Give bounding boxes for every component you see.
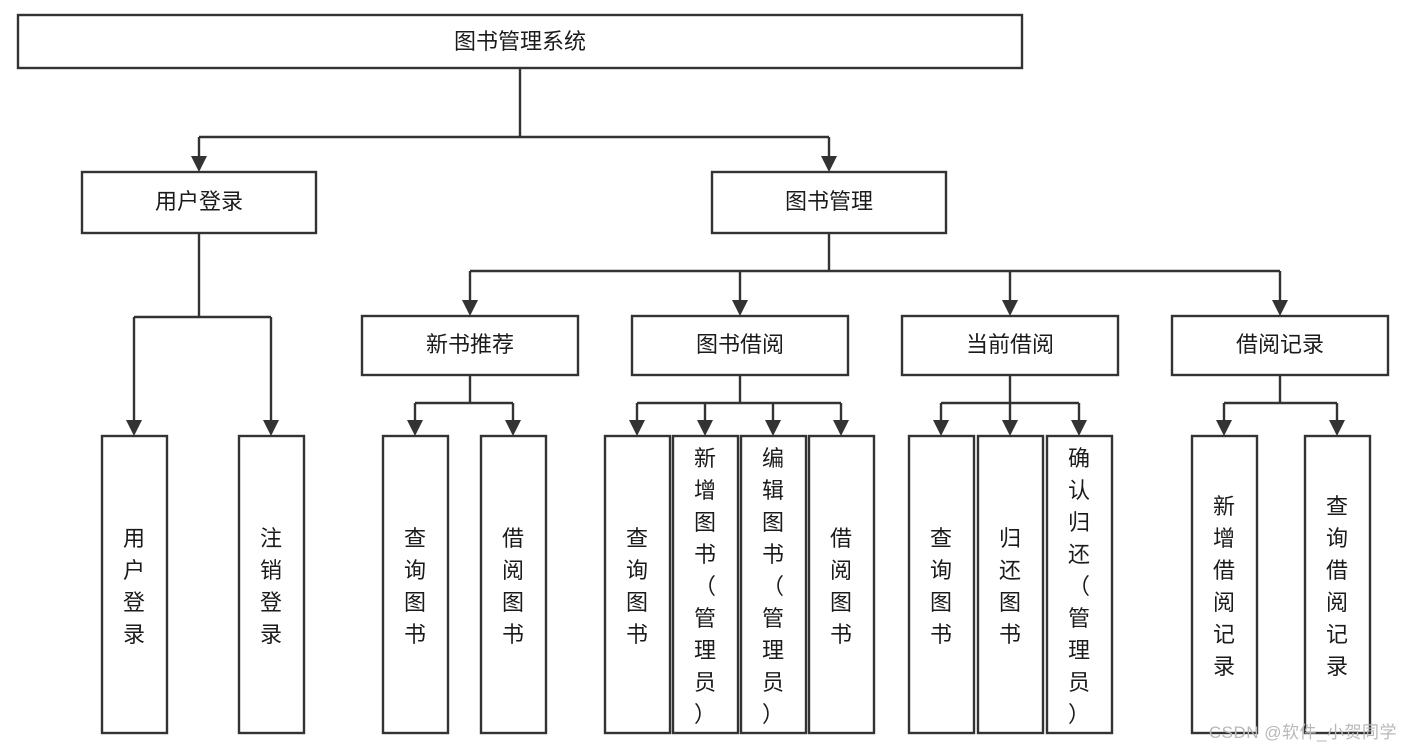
- arrow-leaf-confirm-return: [1071, 420, 1087, 436]
- node-leaf-borrow-book-2[interactable]: 借阅图书: [807, 434, 876, 735]
- arrow-leaf-logout: [263, 420, 279, 436]
- node-leaf-edit-book-admin-box[interactable]: [739, 434, 808, 735]
- node-leaf-borrow-book-1-box[interactable]: [479, 434, 548, 735]
- node-leaf-confirm-return-admin[interactable]: 确认归还（管理员）: [1045, 434, 1114, 735]
- node-new-book-rec-box[interactable]: [360, 314, 580, 377]
- node-leaf-borrow-book-2-label: 借阅图书: [830, 526, 852, 647]
- arrow-leaf-borrow-book-1: [505, 420, 521, 436]
- node-leaf-add-book-admin-label: 新增图书（管理员）: [694, 446, 716, 727]
- node-leaf-borrow-book-1[interactable]: 借阅图书: [479, 434, 548, 735]
- node-leaf-confirm-return-admin-label: 确认归还（管理员）: [1068, 446, 1090, 727]
- node-leaf-add-record-label: 新增借阅记录: [1213, 494, 1235, 679]
- arrow-leaf-return-book: [1002, 420, 1018, 436]
- arrow-borrow-record: [1272, 300, 1288, 316]
- node-leaf-logout-label: 注销登录: [260, 526, 282, 647]
- node-leaf-logout[interactable]: 注销登录: [237, 434, 306, 735]
- node-user-login-box[interactable]: [80, 170, 318, 235]
- node-leaf-query-record-label: 查询借阅记录: [1326, 494, 1348, 679]
- arrow-leaf-user-login: [126, 420, 142, 436]
- node-leaf-add-book-admin-box[interactable]: [671, 434, 740, 735]
- node-leaf-add-record[interactable]: 新增借阅记录: [1190, 434, 1259, 735]
- node-leaf-borrow-book-1-label: 借阅图书: [502, 526, 524, 647]
- node-leaf-query-book-1-box[interactable]: [381, 434, 450, 735]
- arrow-new-book-rec: [462, 300, 478, 316]
- arrow-leaf-edit-book: [765, 420, 781, 436]
- arrow-leaf-query-record: [1329, 420, 1345, 436]
- node-book-manage[interactable]: 图书管理: [710, 170, 948, 235]
- node-book-borrow-label: 图书借阅: [696, 332, 784, 357]
- arrow-current-borrow: [1002, 300, 1018, 316]
- node-leaf-query-book-2-box[interactable]: [603, 434, 672, 735]
- node-leaf-query-book-1[interactable]: 查询图书: [381, 434, 450, 735]
- arrow-leaf-query-book-2: [629, 420, 645, 436]
- node-leaf-query-book-3-label: 查询图书: [930, 526, 952, 647]
- node-leaf-edit-book-admin[interactable]: 编辑图书（管理员）: [739, 434, 808, 735]
- connector-group: [126, 68, 1345, 436]
- node-book-borrow[interactable]: 图书借阅: [630, 314, 850, 377]
- arrow-leaf-query-book-1: [407, 420, 423, 436]
- arrow-user-login: [191, 156, 207, 172]
- node-user-login-label: 用户登录: [155, 189, 243, 214]
- node-root[interactable]: 图书管理系统: [16, 13, 1024, 70]
- arrow-book-borrow: [732, 300, 748, 316]
- csdn-watermark: CSDN @软件_小贺同学: [1208, 723, 1397, 742]
- node-borrow-record-box[interactable]: [1170, 314, 1390, 377]
- node-current-borrow-box[interactable]: [900, 314, 1120, 377]
- node-leaf-add-record-box[interactable]: [1190, 434, 1259, 735]
- arrow-leaf-add-record: [1216, 420, 1232, 436]
- node-root-label: 图书管理系统: [454, 29, 586, 54]
- node-leaf-logout-box[interactable]: [237, 434, 306, 735]
- node-leaf-user-login-label: 用户登录: [123, 526, 145, 647]
- node-leaf-query-record-box[interactable]: [1303, 434, 1372, 735]
- node-leaf-borrow-book-2-box[interactable]: [807, 434, 876, 735]
- node-leaf-return-book[interactable]: 归还图书: [976, 434, 1045, 735]
- node-leaf-query-book-2-label: 查询图书: [626, 526, 648, 647]
- arrow-book-manage: [821, 156, 837, 172]
- node-book-manage-label: 图书管理: [785, 189, 873, 214]
- node-borrow-record-label: 借阅记录: [1236, 332, 1324, 357]
- node-leaf-query-book-3[interactable]: 查询图书: [907, 434, 976, 735]
- node-book-manage-box[interactable]: [710, 170, 948, 235]
- node-leaf-query-record[interactable]: 查询借阅记录: [1303, 434, 1372, 735]
- node-new-book-rec[interactable]: 新书推荐: [360, 314, 580, 377]
- node-leaf-return-book-label: 归还图书: [999, 526, 1021, 647]
- arrow-leaf-borrow-book-2: [833, 420, 849, 436]
- node-leaf-add-book-admin[interactable]: 新增图书（管理员）: [671, 434, 740, 735]
- node-current-borrow[interactable]: 当前借阅: [900, 314, 1120, 377]
- node-leaf-query-book-1-label: 查询图书: [404, 526, 426, 647]
- node-leaf-query-book-2[interactable]: 查询图书: [603, 434, 672, 735]
- node-leaf-edit-book-admin-label: 编辑图书（管理员）: [762, 446, 784, 727]
- arrow-leaf-add-book: [697, 420, 713, 436]
- node-new-book-rec-label: 新书推荐: [426, 332, 514, 357]
- arrow-leaf-query-book-3: [933, 420, 949, 436]
- node-leaf-confirm-return-admin-box[interactable]: [1045, 434, 1114, 735]
- node-borrow-record[interactable]: 借阅记录: [1170, 314, 1390, 377]
- node-book-borrow-box[interactable]: [630, 314, 850, 377]
- node-current-borrow-label: 当前借阅: [966, 332, 1054, 357]
- node-user-login[interactable]: 用户登录: [80, 170, 318, 235]
- node-leaf-query-book-3-box[interactable]: [907, 434, 976, 735]
- node-root-box[interactable]: [16, 13, 1024, 70]
- node-leaf-return-book-box[interactable]: [976, 434, 1045, 735]
- node-leaf-user-login[interactable]: 用户登录: [100, 434, 169, 735]
- node-leaf-user-login-box[interactable]: [100, 434, 169, 735]
